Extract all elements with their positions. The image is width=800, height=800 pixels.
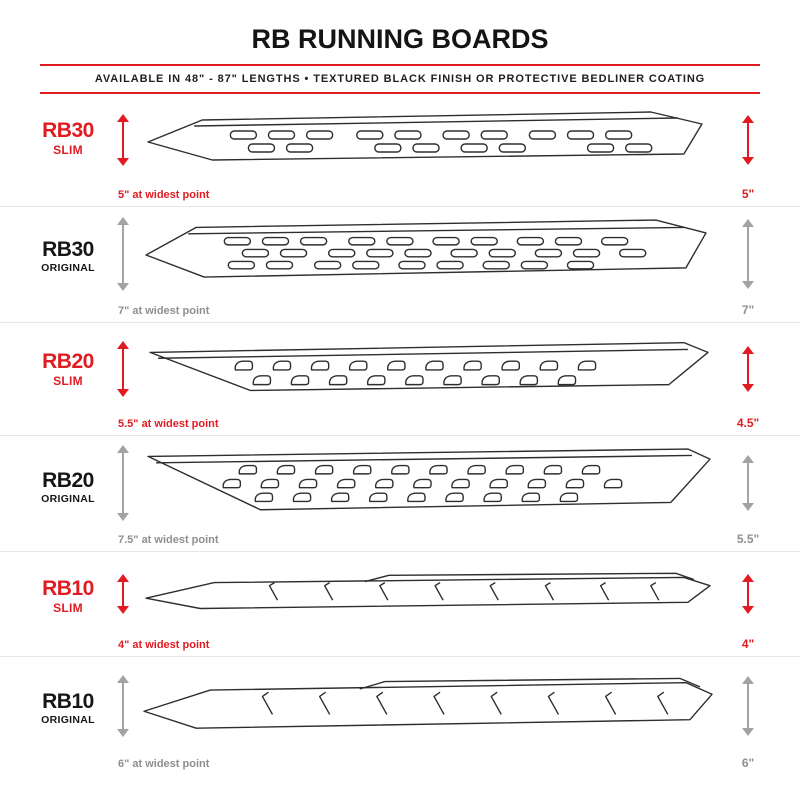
rb20-slim-row: RB20 SLIM 5.5" at widest point 4.5" (0, 323, 800, 436)
model-name: RB10 (42, 577, 94, 600)
rb10-original-illustration (134, 671, 716, 743)
height-value-label: 4" (741, 637, 755, 651)
height-value-label: 4.5" (736, 416, 760, 430)
height-value-label: 6" (741, 756, 755, 770)
rb20-original-row: RB20 ORIGINAL (0, 436, 800, 552)
widest-point-label: 6" at widest point (118, 758, 210, 770)
width-dimension-arrow (117, 574, 129, 614)
page-title: RB RUNNING BOARDS (251, 24, 549, 54)
variant-name: ORIGINAL (41, 714, 95, 727)
rb10-slim-illustration (134, 565, 716, 623)
rb10-original-row: RB10 ORIGINAL 6" at widest point 6" (0, 657, 800, 775)
height-dimension-arrow (742, 346, 754, 392)
board-label: RB10 ORIGINAL (24, 690, 112, 727)
height-dimension-arrow (742, 676, 754, 736)
rb30-original-illustration (134, 209, 716, 301)
height-dimension-arrow (742, 219, 754, 289)
height-value-label: 7" (741, 303, 755, 317)
height-value-label: 5.5" (736, 532, 760, 546)
board-label: RB20 ORIGINAL (24, 469, 112, 506)
model-name: RB20 (42, 469, 94, 492)
header-rule-bottom (40, 92, 760, 94)
widest-point-label: 5.5" at widest point (118, 418, 219, 430)
rb30-slim-illustration (134, 98, 716, 182)
widest-point-label: 4" at widest point (118, 639, 210, 651)
board-label: RB30 SLIM (24, 119, 112, 158)
board-label: RB20 SLIM (24, 350, 112, 389)
height-dimension-arrow (742, 455, 754, 511)
rb30-slim-row: RB30 SLIM 5" at widest point (0, 94, 800, 207)
header: RB RUNNING BOARDS AVAILABLE IN 48" - 87"… (0, 0, 800, 94)
variant-name: SLIM (53, 374, 83, 389)
model-name: RB20 (42, 350, 94, 373)
model-name: RB10 (42, 690, 94, 713)
widest-point-label: 7.5" at widest point (118, 534, 219, 546)
width-dimension-arrow (117, 341, 129, 397)
variant-name: ORIGINAL (41, 262, 95, 275)
page-subtitle: AVAILABLE IN 48" - 87" LENGTHS • TEXTURE… (94, 73, 706, 85)
board-label: RB10 SLIM (24, 577, 112, 616)
header-rule-top (40, 64, 760, 66)
width-dimension-arrow (117, 675, 129, 737)
widest-point-label: 5" at widest point (118, 189, 210, 201)
height-value-label: 5" (741, 187, 755, 201)
width-dimension-arrow (117, 217, 129, 291)
board-label: RB30 ORIGINAL (24, 238, 112, 275)
widest-point-label: 7" at widest point (118, 305, 210, 317)
variant-name: SLIM (53, 601, 83, 616)
variant-name: ORIGINAL (41, 493, 95, 506)
height-dimension-arrow (742, 574, 754, 614)
rb20-original-illustration (134, 438, 716, 530)
width-dimension-arrow (117, 114, 129, 166)
model-name: RB30 (42, 238, 94, 261)
rb30-original-row: RB30 ORIGINAL (0, 207, 800, 323)
rb10-slim-row: RB10 SLIM 4" at widest point 4" (0, 552, 800, 657)
width-dimension-arrow (117, 445, 129, 521)
model-name: RB30 (42, 119, 94, 142)
height-dimension-arrow (742, 115, 754, 165)
variant-name: SLIM (53, 143, 83, 158)
rb20-slim-illustration (134, 328, 716, 410)
